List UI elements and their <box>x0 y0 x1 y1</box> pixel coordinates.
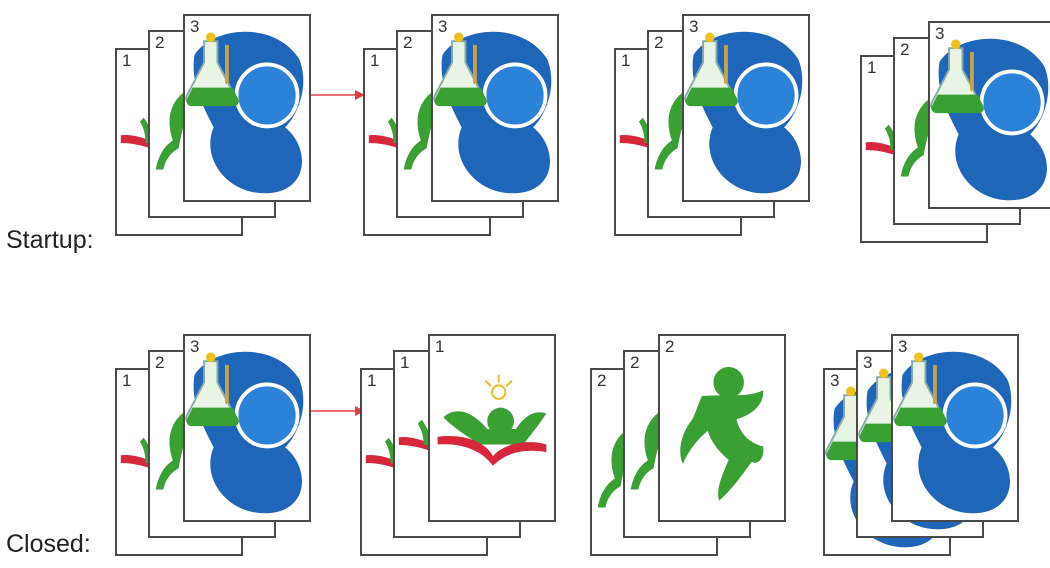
closed-row-label: Closed: <box>6 530 91 559</box>
closed-stack-1-page-3: 3 <box>183 334 311 522</box>
startup-stack-2-page-3: 3 <box>431 14 559 202</box>
startup-stack-4-page-3: 3 <box>928 21 1050 209</box>
flask-logo-icon <box>893 336 1017 520</box>
runner-logo-icon <box>660 336 784 520</box>
page-number: 3 <box>863 353 872 373</box>
page-number: 2 <box>654 33 663 53</box>
page-number: 2 <box>900 40 909 60</box>
reader-logo-icon <box>430 336 554 520</box>
page-number: 1 <box>621 51 630 71</box>
page-number: 1 <box>867 58 876 78</box>
page-number: 3 <box>190 17 199 37</box>
page-number: 2 <box>597 371 606 391</box>
page-number: 1 <box>435 337 444 357</box>
page-number: 3 <box>190 337 199 357</box>
page-number: 2 <box>403 33 412 53</box>
page-number: 3 <box>830 371 839 391</box>
page-number: 1 <box>122 51 131 71</box>
flask-logo-icon <box>433 16 557 200</box>
page-number: 3 <box>689 17 698 37</box>
page-number: 2 <box>630 353 639 373</box>
page-number: 3 <box>898 337 907 357</box>
page-number: 1 <box>400 353 409 373</box>
flask-logo-icon <box>684 16 808 200</box>
page-number: 1 <box>370 51 379 71</box>
closed-stack-2-page-3: 1 <box>428 334 556 522</box>
closed-arrow <box>309 404 365 418</box>
page-number: 3 <box>438 17 447 37</box>
closed-stack-3-page-3: 2 <box>658 334 786 522</box>
page-number: 1 <box>367 371 376 391</box>
page-number: 2 <box>665 337 674 357</box>
flask-logo-icon <box>930 23 1050 207</box>
page-number: 1 <box>122 371 131 391</box>
flask-logo-icon <box>185 16 309 200</box>
closed-stack-4-page-3: 3 <box>891 334 1019 522</box>
startup-row-label: Startup: <box>6 226 94 255</box>
startup-stack-3-page-3: 3 <box>682 14 810 202</box>
flask-logo-icon <box>185 336 309 520</box>
startup-stack-1-page-3: 3 <box>183 14 311 202</box>
startup-arrow <box>309 88 365 102</box>
page-number: 2 <box>155 33 164 53</box>
page-number: 2 <box>155 353 164 373</box>
page-number: 3 <box>935 24 944 44</box>
